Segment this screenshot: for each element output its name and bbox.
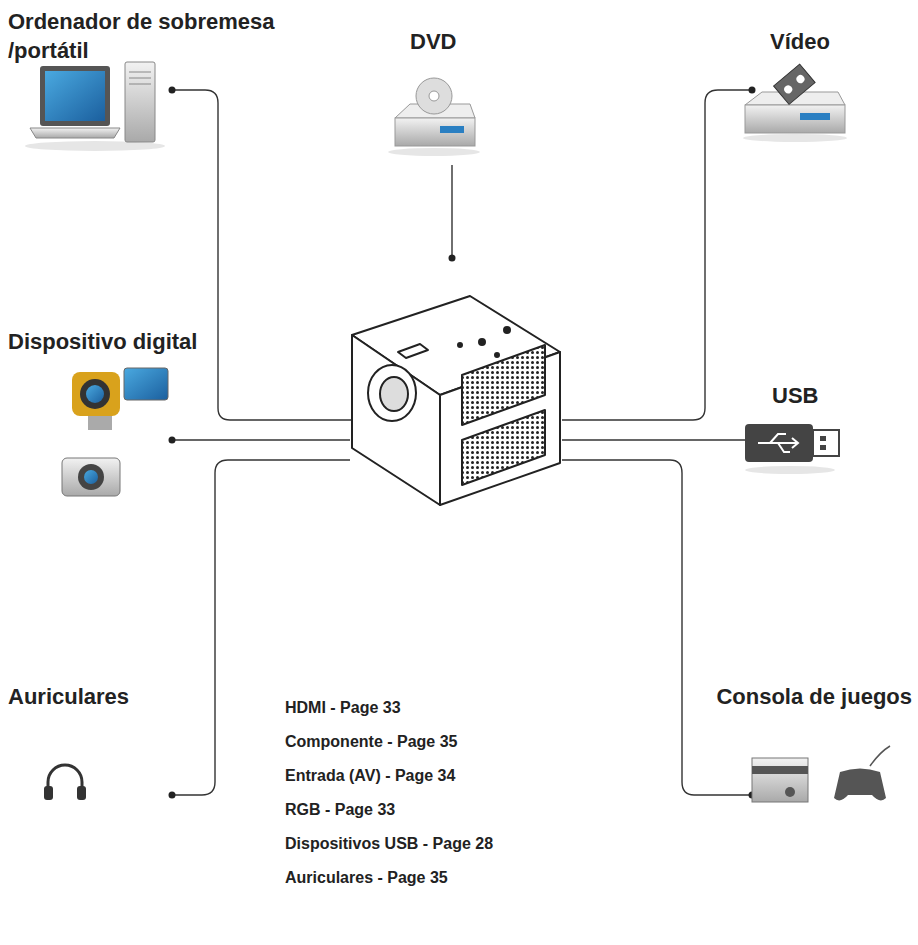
device-label: Auriculares	[8, 683, 129, 712]
page-reference: Entrada (AV) - Page 34	[285, 766, 455, 785]
page-reference: Auriculares - Page 35	[285, 868, 448, 887]
page-reference: Componente - Page 35	[285, 732, 457, 751]
device-label: DVD	[410, 28, 456, 57]
device-label: Dispositivo digital	[8, 328, 197, 357]
page-reference: Dispositivos USB - Page 28	[285, 834, 493, 853]
page-reference: RGB - Page 33	[285, 800, 395, 819]
device-label: USB	[772, 382, 818, 411]
page-reference: HDMI - Page 33	[285, 698, 401, 717]
device-label: Consola de juegos	[716, 683, 912, 712]
device-label: Ordenador de sobremesa /portátil	[8, 8, 308, 65]
device-label: Vídeo	[770, 28, 830, 57]
